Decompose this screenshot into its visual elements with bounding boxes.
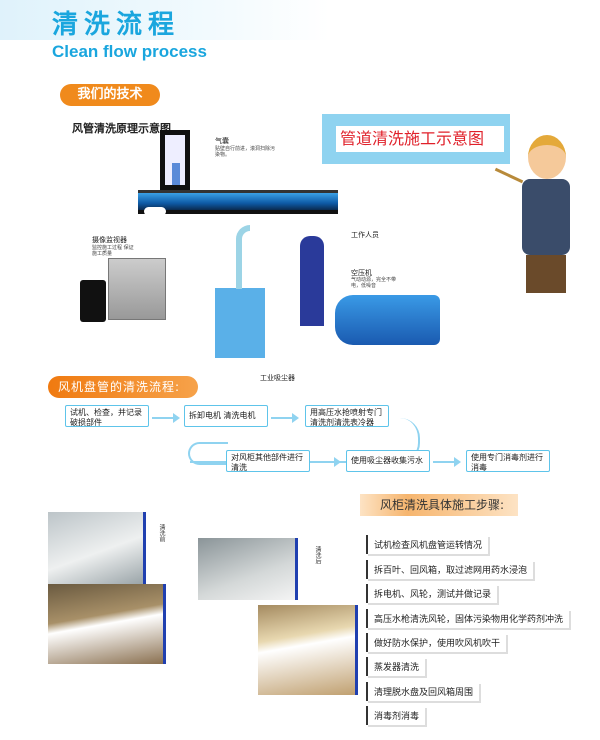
page-title: 清洗流程 [52,10,181,40]
arrow-icon [271,413,299,423]
worker-illustration [300,236,324,326]
section-coil-flow-label: 风机盘管的清洗流程: [48,376,198,398]
camera-desc: 监控施工过程 保证施工质量 [92,245,134,257]
before-photo-1 [48,512,146,584]
monitor-screen-icon [80,280,106,322]
section-technology-label: 我们的技术 [60,84,160,106]
compressor-desc: 气动动源，完全不带电，低噪音 [351,277,397,289]
arrow-icon [313,457,341,467]
after-photo-1 [198,538,298,600]
flow-connector [188,442,228,465]
arrow-icon [433,457,461,467]
camera-label: 摄像监视器 [92,236,127,244]
compressor-label: 空压机 [351,269,372,277]
hose-icon [236,225,250,289]
worker-label: 工作人员 [351,231,379,239]
after-label: 清洗后 [314,546,321,564]
airbag-label: 气囊 [215,137,229,145]
diagram-title: 风管清洗原理示意图 [72,122,171,135]
flow-step-6: 使用专门消毒剂进行消毒 [466,450,550,472]
title-bar [0,0,330,40]
construction-step-4: 高压水枪清洗风轮，固体污染物用化学药剂冲洗 [366,609,570,628]
flow-step-4: 对风柜其他部件进行清洗 [226,450,310,472]
airbag-illustration [160,130,190,190]
duct-illustration [138,190,338,214]
arrow-icon [152,413,180,423]
section-steps-label: 风柜清洗具体施工步骤: [360,494,518,516]
air-compressor-image [335,295,440,345]
after-photo-2 [258,605,358,695]
collector-label: 工业吸尘器 [260,374,295,382]
before-label: 清洗前 [158,524,165,542]
dust-collector-image [215,288,265,358]
presenter-cartoon [518,135,572,295]
construction-step-6: 蒸发器清洗 [366,657,426,676]
flow-step-1: 试机、检查，并记录破损部件 [65,405,149,427]
construction-step-1: 试机检查风机盘管运转情况 [366,535,489,554]
banner-text: 管道清洗施工示意图 [336,126,504,152]
banner: 管道清洗施工示意图 [322,114,510,164]
flow-step-5: 使用吸尘器收集污水 [346,450,430,472]
construction-step-7: 清理脱水盘及回风箱周围 [366,682,480,701]
robot-icon [144,207,166,216]
construction-step-8: 消毒剂消毒 [366,706,426,725]
page-subtitle: Clean flow process [52,42,207,61]
flow-step-3: 用高压水抢喷射专门清洗剂清洗表冷器 [305,405,389,427]
before-photo-2 [48,584,166,664]
construction-step-5: 做好防水保护，使用吹风机吹干 [366,633,507,652]
airbag-desc: 贴壁自行前进，滚洞扫除污染物。 [215,146,276,158]
camera-monitor-image [108,258,166,320]
construction-step-2: 拆百叶、回风箱，取过滤网用药水浸泡 [366,560,534,579]
construction-step-3: 拆电机、风轮，测试并做记录 [366,584,498,603]
